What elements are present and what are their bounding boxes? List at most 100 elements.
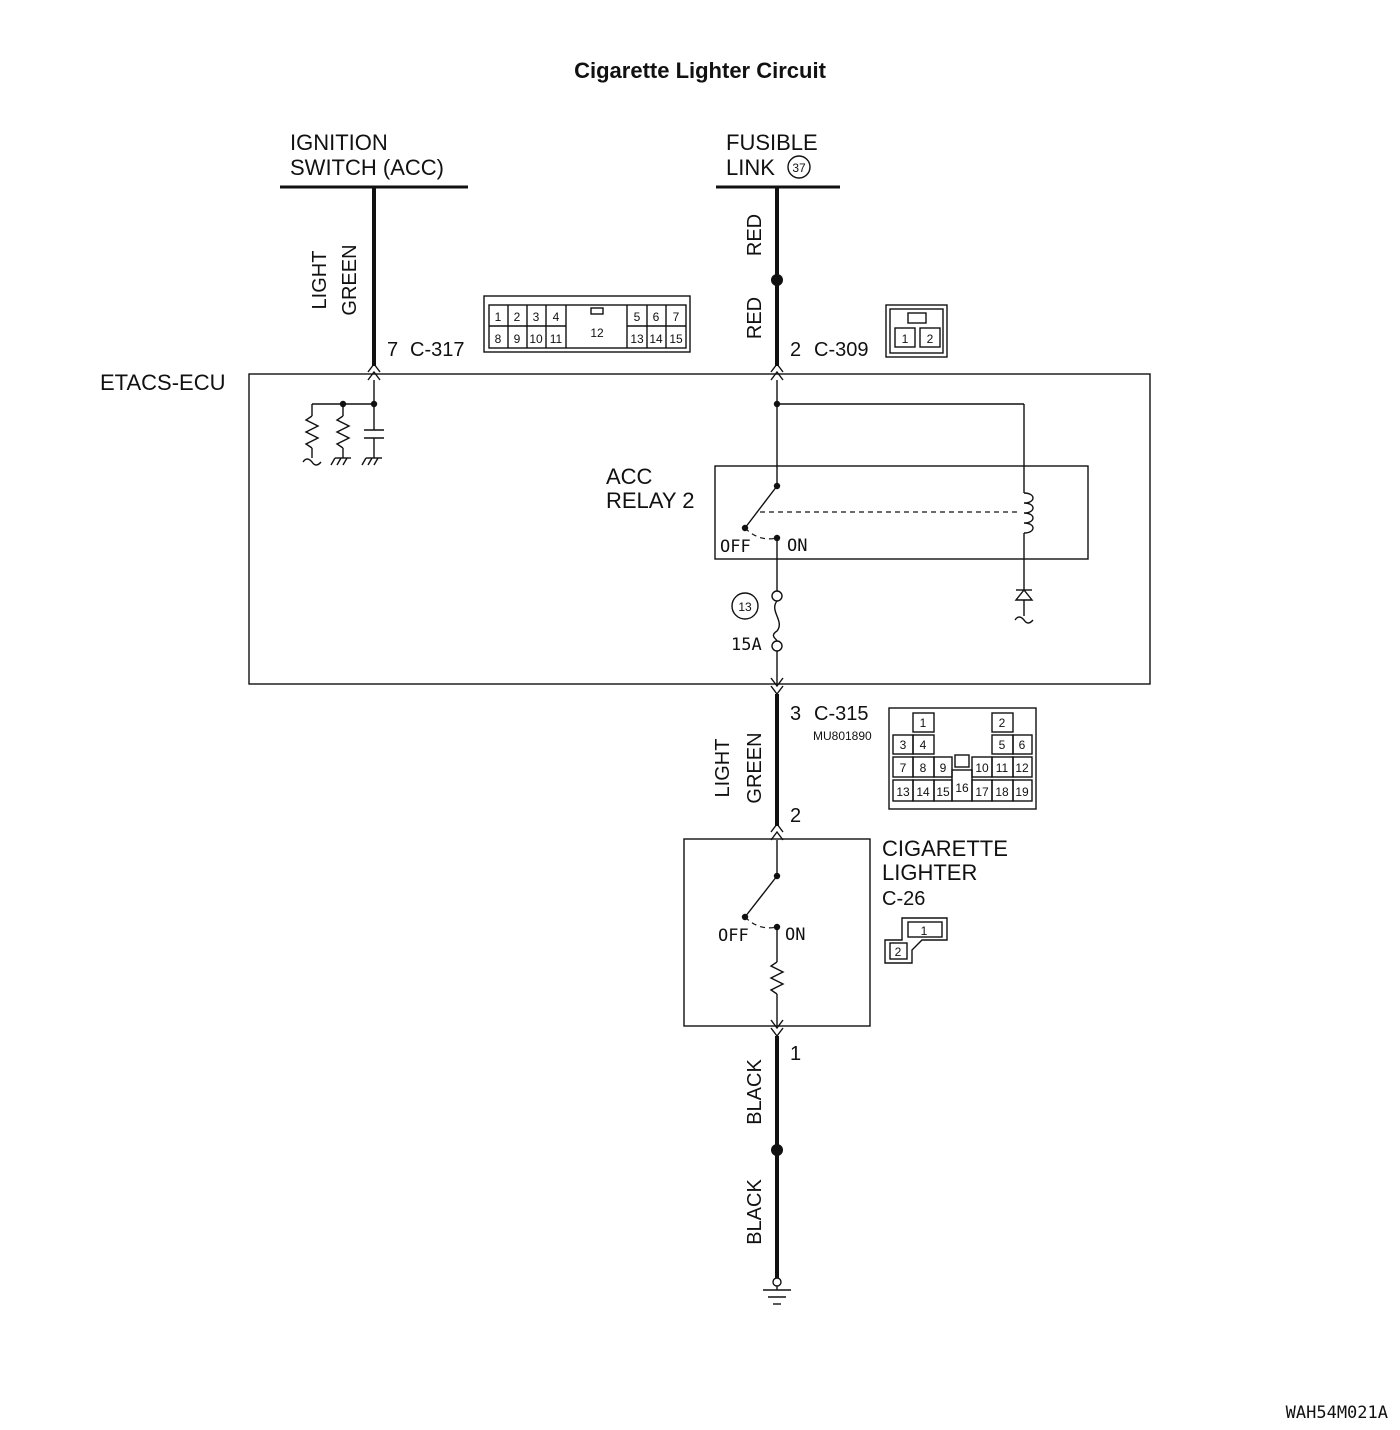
lighter-off-label: OFF <box>718 926 749 946</box>
ignition-wire-color-2: GREEN <box>339 244 361 315</box>
c315-part-number: MU801890 <box>813 729 872 743</box>
ignition-label-line2: SWITCH (ACC) <box>290 155 444 180</box>
lighter-wire-color-1: LIGHT <box>712 739 734 798</box>
c315-pin: 11 <box>996 761 1009 775</box>
c309-connector-face: 1 2 <box>885 304 948 358</box>
lighter-label-line2: LIGHTER <box>882 860 977 885</box>
c315-pin: 17 <box>975 785 989 799</box>
c317-pin: 14 <box>649 332 663 346</box>
c317-pin: 12 <box>590 326 604 340</box>
c315-pin: 12 <box>1015 761 1029 775</box>
c315-pin: 7 <box>900 761 907 775</box>
c317-pin: 8 <box>495 332 502 346</box>
lighter-label-line1: CIGARETTE <box>882 836 1008 861</box>
c315-pin: 3 <box>900 738 907 752</box>
relay-off-label: OFF <box>720 537 751 557</box>
c317-pin: 3 <box>533 310 540 324</box>
c315-terminal-arrow <box>770 685 784 696</box>
c315-pin-number: 3 <box>790 703 801 725</box>
c317-pin: 9 <box>514 332 521 346</box>
lighter-input-arrow <box>770 830 784 841</box>
fusible-wire-color-bottom: RED <box>744 297 766 339</box>
relay-coil <box>1014 492 1034 624</box>
c26-pin: 2 <box>895 945 902 959</box>
c317-pin: 4 <box>553 310 560 324</box>
c317-connector-face: 1 2 3 4 5 6 7 8 9 10 11 12 13 14 15 <box>483 295 691 353</box>
relay-label-line2: RELAY 2 <box>606 488 694 513</box>
c309-name: C-309 <box>814 339 868 361</box>
c317-pin: 11 <box>550 332 563 346</box>
c309-terminal-arrow <box>770 362 784 373</box>
fuse-rating: 15A <box>731 635 762 655</box>
lighter-connector-name: C-26 <box>882 888 925 910</box>
c317-name: C-317 <box>410 339 464 361</box>
ground-wire-color-bottom: BLACK <box>744 1179 766 1245</box>
c315-pin: 16 <box>955 781 969 795</box>
c315-pin: 9 <box>940 761 947 775</box>
c315-connector-face: 1 2 3 4 5 6 7 8 9 10 11 12 13 14 1 <box>888 707 1037 810</box>
fusible-wire-color-top: RED <box>744 214 766 256</box>
c315-pin: 10 <box>975 761 989 775</box>
c317-terminal-arrow <box>367 370 381 381</box>
fusible-label-line1: FUSIBLE <box>726 130 818 155</box>
c315-pin: 14 <box>916 785 930 799</box>
c315-pin: 18 <box>995 785 1009 799</box>
diagram-title: Cigarette Lighter Circuit <box>574 58 826 83</box>
lighter-wire-color-2: GREEN <box>744 732 766 803</box>
fuse-number: 13 <box>738 600 752 614</box>
c317-pin: 5 <box>634 310 641 324</box>
ignition-switch-source: IGNITION SWITCH (ACC) <box>280 130 468 189</box>
relay-switch <box>741 482 1018 542</box>
fusible-number-circle <box>787 155 811 179</box>
c315-pin: 15 <box>936 785 950 799</box>
lighter-input-pin: 2 <box>790 805 801 827</box>
c315-terminal-arrow <box>770 677 784 688</box>
ecu-input-network <box>302 380 384 466</box>
c315-pin: 5 <box>999 738 1006 752</box>
c317-terminal-arrow <box>367 362 381 373</box>
fuse-13 <box>771 590 783 652</box>
c315-pin: 19 <box>1015 785 1029 799</box>
c317-pin: 15 <box>669 332 683 346</box>
relay-on-label: ON <box>787 536 807 556</box>
c317-pin: 7 <box>673 310 680 324</box>
c315-pin: 13 <box>896 785 910 799</box>
ecu-box <box>248 373 1151 685</box>
c315-pin: 4 <box>920 738 927 752</box>
c309-pin-number: 2 <box>790 339 801 361</box>
relay-box <box>714 465 1089 560</box>
ground-icon <box>763 1277 791 1305</box>
fusible-number: 37 <box>792 161 806 175</box>
c317-pin: 10 <box>529 332 543 346</box>
c315-pin: 2 <box>999 716 1006 730</box>
lighter-output-pin: 1 <box>790 1043 801 1065</box>
c26-connector-face: 1 2 <box>884 917 948 964</box>
c317-pin: 2 <box>514 310 521 324</box>
fuse-number-circle <box>731 592 759 620</box>
lighter-output-arrow <box>770 1019 784 1030</box>
c317-pin: 6 <box>653 310 660 324</box>
fusible-link-source: FUSIBLE LINK 37 <box>716 130 840 189</box>
fusible-label-line2: LINK <box>726 155 775 180</box>
ecu-label: ETACS-ECU <box>100 370 226 395</box>
c315-pin: 8 <box>920 761 927 775</box>
c309-terminal-arrow <box>770 370 784 381</box>
c309-pin: 2 <box>927 332 934 346</box>
c317-pin: 1 <box>495 310 502 324</box>
c317-pin-number: 7 <box>387 339 398 361</box>
figure-code: WAH54M021A <box>1286 1403 1388 1423</box>
c315-pin: 1 <box>920 716 927 730</box>
lighter-input-arrow <box>770 822 784 833</box>
relay-label-line1: ACC <box>606 464 653 489</box>
lighter-switch <box>741 840 785 1026</box>
ground-wire-color-top: BLACK <box>744 1059 766 1125</box>
c315-name: C-315 <box>814 703 868 725</box>
fusible-wire-splice <box>771 274 783 286</box>
ignition-label-line1: IGNITION <box>290 130 388 155</box>
c309-pin: 1 <box>902 332 909 346</box>
c26-pin: 1 <box>921 924 928 938</box>
lighter-on-label: ON <box>785 925 805 945</box>
ignition-wire-color-1: LIGHT <box>309 251 331 310</box>
c315-pin: 6 <box>1019 738 1026 752</box>
